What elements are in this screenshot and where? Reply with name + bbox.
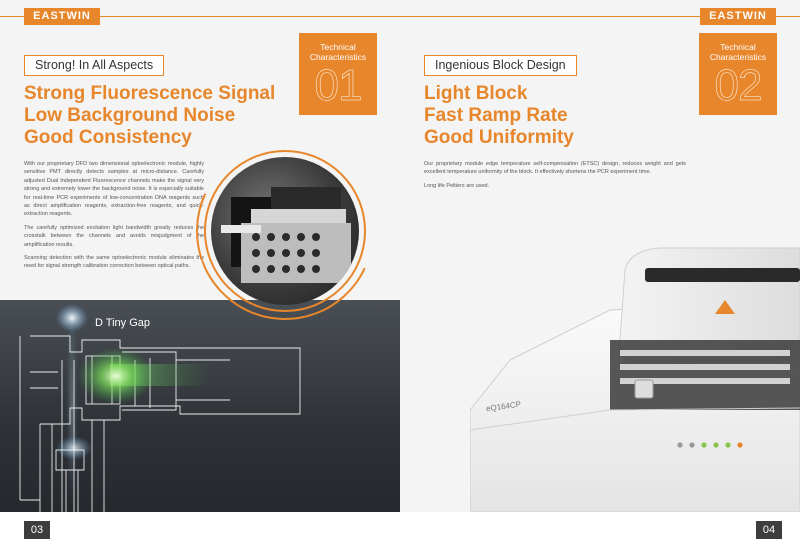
header-rule <box>776 16 800 17</box>
headline-line: Good Uniformity <box>424 127 574 148</box>
paragraph: Scanning detection with the same optoele… <box>24 255 204 270</box>
section-tag-left: Strong! In All Aspects <box>24 55 165 76</box>
badge-label: Technical Characteristics <box>709 42 767 62</box>
headline-line: Strong Fluorescence Signal <box>24 83 276 104</box>
section-tag-right: Ingenious Block Design <box>424 55 577 76</box>
closeup-illustration <box>221 187 351 283</box>
headline-left: Strong Fluorescence Signal Low Backgroun… <box>24 83 275 149</box>
paragraph: With our proprietary DFD two dimensional… <box>24 161 204 218</box>
left-page: EASTWIN Strong! In All Aspects Technical… <box>0 8 400 512</box>
headline-line: Fast Ramp Rate <box>424 105 568 126</box>
detector-closeup-image <box>211 157 359 305</box>
pcr-device-image <box>470 247 800 512</box>
headline-line: Good Consistency <box>24 127 192 148</box>
headline-right: Light Block Fast Ramp Rate Good Uniformi… <box>424 83 574 149</box>
paragraph: Our proprietary module edge temperature … <box>424 161 686 176</box>
zoom-ring <box>204 150 366 312</box>
footer-bar <box>0 512 800 543</box>
header-rule <box>400 16 700 17</box>
body-text-left: With our proprietary DFD two dimensional… <box>24 160 204 276</box>
page-number-right: 04 <box>756 521 782 539</box>
paragraph: The carefully optimized excitation light… <box>24 224 204 248</box>
body-text-right: Our proprietary module edge temperature … <box>424 160 686 195</box>
badge-number: 01 <box>314 61 362 110</box>
page-number-left: 03 <box>24 521 50 539</box>
brand-logo-left: EASTWIN <box>24 8 100 25</box>
technical-badge-01: Technical Characteristics 01 <box>299 33 377 115</box>
header-rule <box>0 16 24 17</box>
headline-line: Low Background Noise <box>24 105 236 126</box>
optical-module-diagram <box>19 300 301 512</box>
paragraph: Long life Peltiers are used. <box>424 182 490 189</box>
tiny-gap-label: D Tiny Gap <box>95 317 151 329</box>
headline-line: Light Block <box>424 83 528 104</box>
badge-number: 02 <box>714 61 762 110</box>
brand-logo-right: EASTWIN <box>700 8 776 25</box>
badge-label: Technical Characteristics <box>309 42 367 62</box>
header-rule <box>100 16 400 17</box>
technical-badge-02: Technical Characteristics 02 <box>699 33 777 115</box>
